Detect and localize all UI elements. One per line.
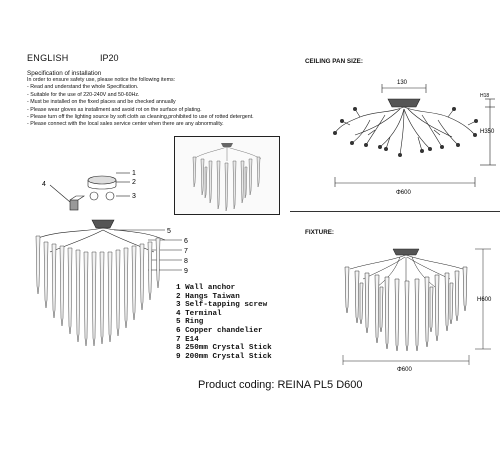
parts-item: 2 Hangs Taiwan [176,292,240,301]
parts-item: 8 250mm Crystal Stick [176,344,272,353]
parts-item: 5 Ring [176,318,204,327]
spec-list: In order to ensure safety use, please no… [27,77,297,129]
parts-item: 9 200mm Crystal Stick [176,352,272,361]
ip-rating: IP20 [100,53,119,63]
section-divider [290,211,500,212]
spec-line: In order to ensure safety use, please no… [27,77,176,83]
parts-item: 4 Terminal [176,309,222,318]
dim-ceiling-height: H350 [480,129,495,135]
parts-item: 7 E14 [176,335,199,344]
callout-7: 7 [184,248,188,255]
ceiling-pan-title: CEILING PAN SIZE: [305,58,363,65]
callout-9: 9 [184,268,188,275]
product-coding: Product coding: REINA PL5 D600 [198,379,363,391]
chandelier-photo [175,137,279,214]
callout-2: 2 [132,179,136,186]
parts-item: 6 Copper chandelier [176,326,263,335]
ceiling-pan-drawing: 130 H18 H350 Φ600 [333,80,496,196]
dim-ceiling-width: Φ600 [396,190,411,196]
callout-4: 4 [42,181,46,188]
parts-item: 3 Self-tapping screw [176,301,268,310]
spec-line: - Please connect with the local sales se… [27,121,224,128]
parts-item: 1 Wall anchor [176,284,236,292]
fixture-drawing: H600 Φ600 [342,248,492,373]
callout-6: 6 [184,238,188,245]
product-photo [174,136,280,215]
spec-line: - Please wear gloves as installment and … [27,106,202,113]
callout-5: 5 [167,228,171,235]
language-label: ENGLISH [27,53,69,63]
callout-1: 1 [132,170,136,177]
dim-pan-width: 130 [397,80,408,86]
fixture-title: FIXTURE: [305,229,335,236]
callout-3: 3 [132,193,136,200]
spec-line: - Suitable for the use of 220-240V and 5… [27,91,140,98]
dim-pan-height: H18 [480,93,489,99]
spec-line: - Read and understand the whole Specific… [27,84,139,91]
dim-fixture-height: H600 [477,297,492,303]
parts-list: 1 Wall anchor 2 Hangs Taiwan 3 Self-tapp… [176,284,272,361]
spec-title: Specification of installation [27,70,102,77]
spec-line: - Must be installed on the fixed places … [27,99,176,106]
dim-fixture-width: Φ600 [397,367,412,373]
callout-8: 8 [184,258,188,265]
spec-line: - Please turn off the lighting source by… [27,114,254,121]
assembly-diagram: 1 2 3 4 5 6 7 8 9 [35,170,188,347]
